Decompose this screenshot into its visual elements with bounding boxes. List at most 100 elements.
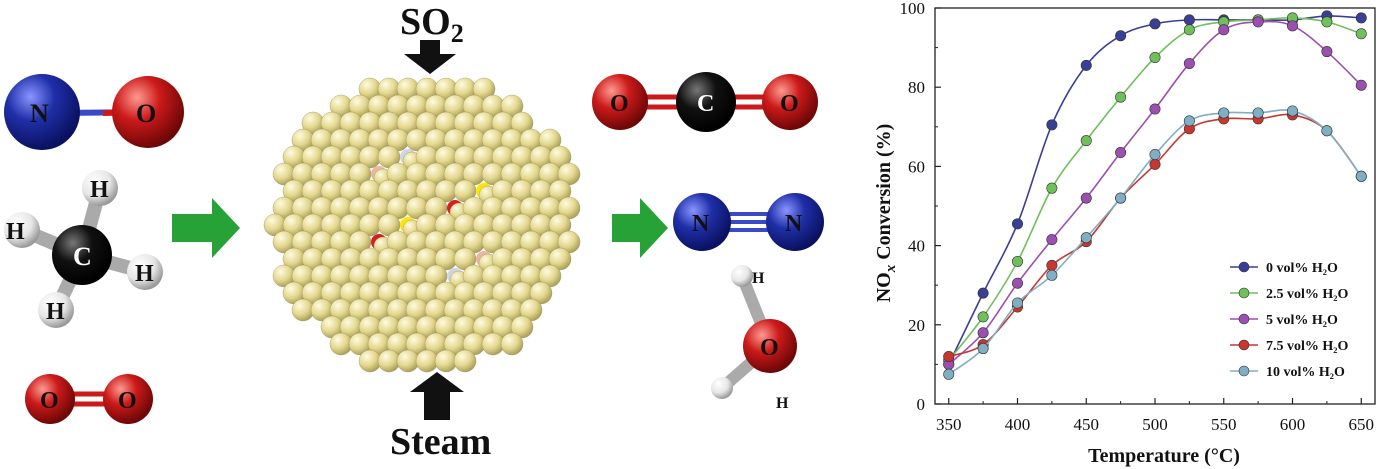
- atom-label-h: H: [752, 270, 765, 287]
- atom-label-n: N: [785, 211, 803, 237]
- data-point: [977, 311, 989, 323]
- x-tick-label: 400: [1005, 415, 1031, 434]
- oxygen-atom: [103, 374, 153, 424]
- reaction-arrow-icon: [612, 198, 668, 258]
- data-point: [977, 327, 989, 339]
- chart-legend: 0 vol% H₂O 2.5 vol% H₂O 5 vol% H₂O 7.5 vol%…: [1230, 261, 1348, 380]
- reaction-scheme: N O C H H H H O O SO2 Steam: [4, 1, 824, 463]
- atom-label-c: C: [73, 242, 92, 271]
- data-point: [1149, 18, 1161, 30]
- carbon-atom: [52, 225, 112, 285]
- atom-label-h: H: [90, 177, 109, 203]
- data-point: [1012, 277, 1024, 289]
- x-axis-label: Temperature (°C): [1088, 445, 1240, 467]
- data-point: [1321, 46, 1333, 58]
- data-point: [1355, 12, 1367, 24]
- data-point: [977, 343, 989, 355]
- atom-label-o: O: [610, 91, 629, 117]
- data-point: [943, 350, 955, 362]
- catalyst-nanoparticle: [263, 77, 581, 373]
- x-tick-label: 600: [1280, 415, 1306, 434]
- catalyst-atom: [415, 349, 439, 373]
- atom-label-o: O: [780, 91, 799, 117]
- data-point: [1252, 16, 1264, 28]
- carbon-atom: [676, 72, 736, 132]
- data-point: [1080, 59, 1092, 71]
- x-tick-label: 350: [936, 415, 962, 434]
- atom-label-o: O: [760, 335, 779, 361]
- data-point: [1046, 259, 1058, 271]
- data-point: [1080, 135, 1092, 147]
- catalyst-atom: [500, 332, 524, 356]
- catalyst-atom: [291, 298, 315, 322]
- hydrogen-atom: [127, 254, 163, 290]
- data-point: [1149, 103, 1161, 115]
- x-tick-label: 450: [1074, 415, 1100, 434]
- water-molecule: O H H: [711, 265, 797, 412]
- data-point: [1183, 24, 1195, 36]
- data-point: [1183, 115, 1195, 127]
- data-point: [1286, 105, 1298, 117]
- hydrogen-atom: [4, 212, 40, 248]
- x-tick-label: 650: [1349, 415, 1375, 434]
- legend-label: 5 vol% H₂O: [1266, 313, 1338, 328]
- data-point: [1046, 119, 1058, 131]
- up-arrow-icon: [410, 372, 464, 420]
- y-tick-label: 80: [908, 78, 925, 97]
- nitrogen-atom: [673, 193, 731, 251]
- oxygen-atom: [112, 76, 184, 148]
- data-point: [1321, 125, 1333, 137]
- data-point: [1012, 297, 1024, 309]
- legend-label: 2.5 vol% H₂O: [1266, 287, 1348, 302]
- legend-swatch-marker: [1238, 365, 1250, 377]
- data-point: [1355, 79, 1367, 91]
- so2-label: SO2: [400, 1, 464, 48]
- oxygen-atom: [25, 374, 75, 424]
- catalyst-atom: [453, 349, 477, 373]
- legend-label: 0 vol% H₂O: [1266, 261, 1338, 276]
- nitrogen-atom: [766, 193, 824, 251]
- data-point: [1115, 192, 1127, 204]
- y-tick-label: 100: [900, 0, 926, 18]
- data-point: [1046, 182, 1058, 194]
- atom-label-h: H: [776, 395, 789, 412]
- atom-label-h: H: [6, 219, 25, 245]
- y-tick-label: 20: [908, 316, 925, 335]
- catalyst-atom: [358, 349, 382, 373]
- data-point: [1046, 234, 1058, 246]
- catalyst-atom: [377, 349, 401, 373]
- y-tick-label: 0: [917, 395, 926, 414]
- data-point: [1149, 149, 1161, 161]
- no-molecule: N O: [4, 74, 184, 150]
- data-point: [1046, 269, 1058, 281]
- data-point: [1321, 16, 1333, 28]
- data-point: [1252, 107, 1264, 119]
- legend-swatch-marker: [1238, 339, 1250, 351]
- oxygen-atom: [762, 74, 818, 130]
- y-tick-label: 40: [908, 237, 925, 256]
- oxygen-atom: [743, 319, 797, 373]
- catalyst-atom: [548, 247, 572, 271]
- data-point: [1218, 107, 1230, 119]
- data-point: [1355, 28, 1367, 40]
- chart-series: [943, 10, 1367, 380]
- data-point: [977, 287, 989, 299]
- atom-label-o: O: [136, 99, 156, 128]
- n2-molecule: N N: [673, 193, 824, 251]
- catalyst-atom: [329, 332, 353, 356]
- atom-label-h: H: [135, 261, 154, 287]
- y-axis-label: NOx Conversion (%): [873, 124, 899, 303]
- data-point: [1183, 14, 1195, 26]
- data-point: [1080, 232, 1092, 244]
- catalyst-atom: [434, 349, 458, 373]
- nitrogen-atom: [4, 74, 80, 150]
- atom-label-n: N: [30, 99, 49, 128]
- legend-label: 7.5 vol% H₂O: [1266, 339, 1348, 354]
- x-tick-label: 500: [1142, 415, 1168, 434]
- data-point: [1218, 24, 1230, 36]
- data-point: [1012, 218, 1024, 230]
- catalyst-atom: [481, 332, 505, 356]
- data-point: [1355, 170, 1367, 182]
- reaction-arrow-icon: [172, 198, 240, 258]
